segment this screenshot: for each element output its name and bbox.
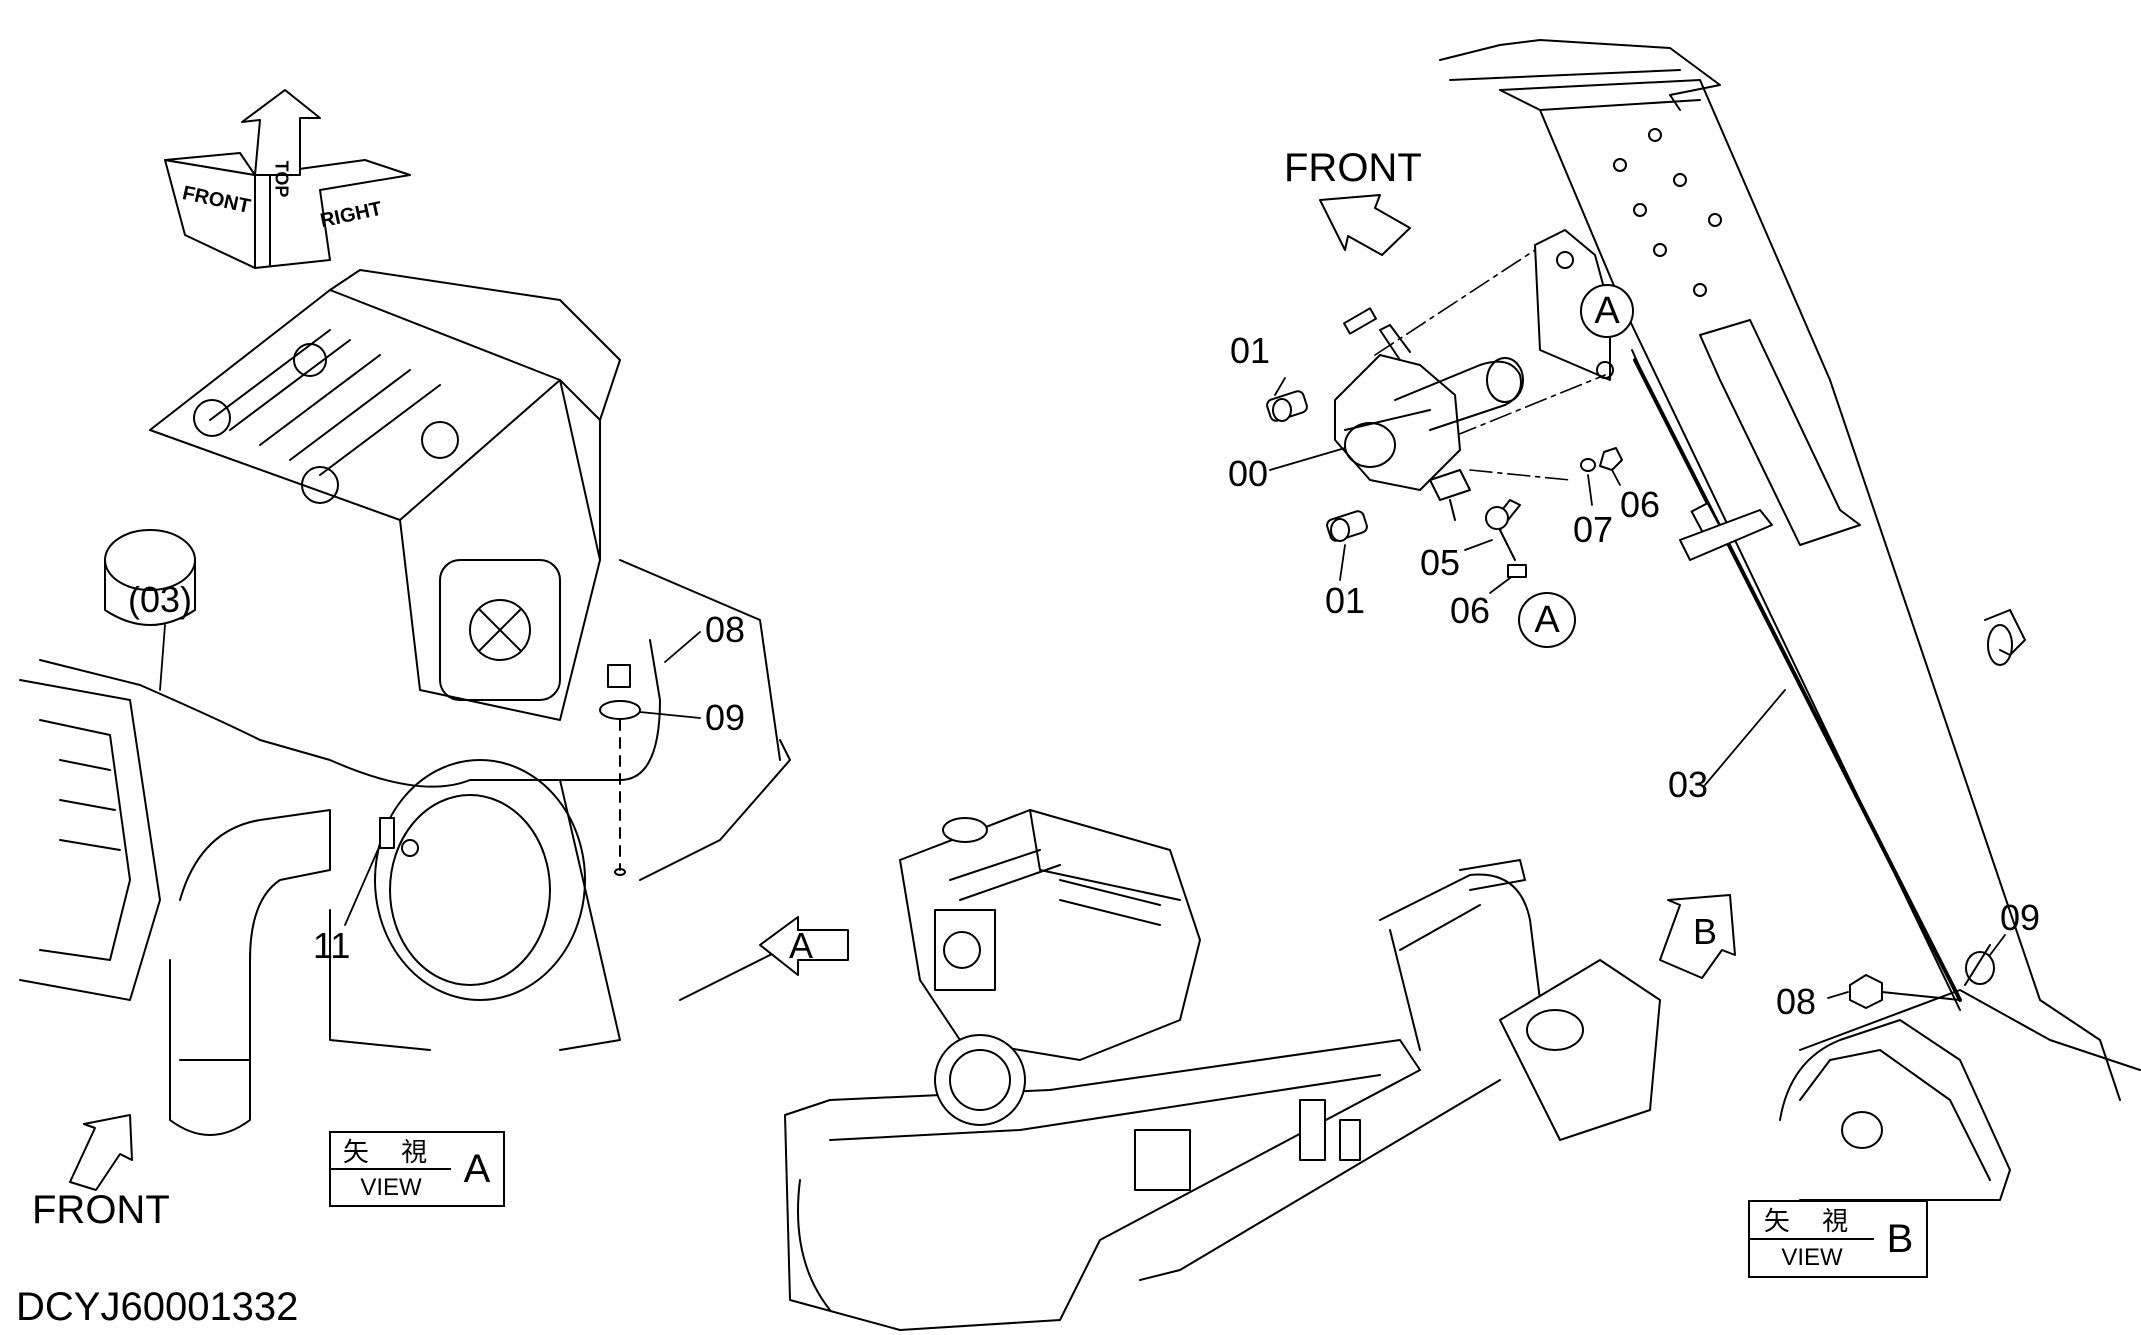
callout-06-right: 06 (1620, 484, 1661, 525)
callout-08-left: 08 (705, 609, 746, 650)
callout-07: 07 (1573, 509, 1614, 550)
machine-center-drawing (784, 809, 1661, 1331)
callout-01-top: 01 (1230, 330, 1271, 371)
circle-a-bottom: A (1518, 592, 1576, 648)
engine-left-drawing (19, 269, 801, 1136)
view-b-arrow-label: B (1693, 911, 1718, 952)
callout-09-right: 09 (2000, 897, 2041, 938)
callout-01-bottom: 01 (1325, 580, 1366, 621)
handle-bracket-drawing (1439, 39, 2141, 1201)
callout-09-left: 09 (705, 697, 746, 738)
callout-03: 03 (1668, 764, 1709, 805)
callout-08-right: 08 (1776, 981, 1817, 1022)
view-b-kanji: 矢 視 (1750, 1202, 1874, 1240)
callout-06-bottom: 06 (1450, 590, 1491, 631)
view-a-arrow-icon (759, 916, 849, 976)
left-front-label: FRONT (32, 1188, 170, 1232)
throttle-lever-assembly (1266, 307, 1623, 594)
callout-05: 05 (1420, 542, 1461, 583)
right-front-arrow-icon (1319, 194, 1411, 256)
view-b-arrow-icon (1659, 894, 1736, 979)
callout-03-paren: (03) (128, 579, 193, 620)
view-a-box: 矢 視 VIEW A (329, 1131, 505, 1207)
right-front-label: FRONT (1284, 146, 1422, 190)
left-callout-leaders (159, 624, 701, 926)
orientation-arrow-icon (164, 89, 411, 269)
view-b-letter: B (1886, 1216, 1914, 1261)
view-a-kanji: 矢 視 (331, 1133, 451, 1170)
view-a-view-text: VIEW (360, 1173, 422, 1201)
alignment-lines (1374, 249, 1606, 481)
callout-00: 00 (1228, 453, 1269, 494)
callout-11: 11 (313, 925, 351, 966)
view-b-box: 矢 視 VIEW B (1748, 1200, 1928, 1278)
view-a-arrow-label: A (789, 925, 814, 966)
orientation-top-label: TOP (271, 160, 292, 198)
view-b-view-text: VIEW (1781, 1244, 1843, 1272)
view-a-letter: A (463, 1146, 491, 1191)
left-front-arrow-icon (69, 1114, 133, 1191)
document-id: DCYJ60001332 (16, 1285, 299, 1329)
circle-a-top: A (1580, 284, 1634, 338)
fasteners-lower-right (1827, 934, 2006, 1009)
